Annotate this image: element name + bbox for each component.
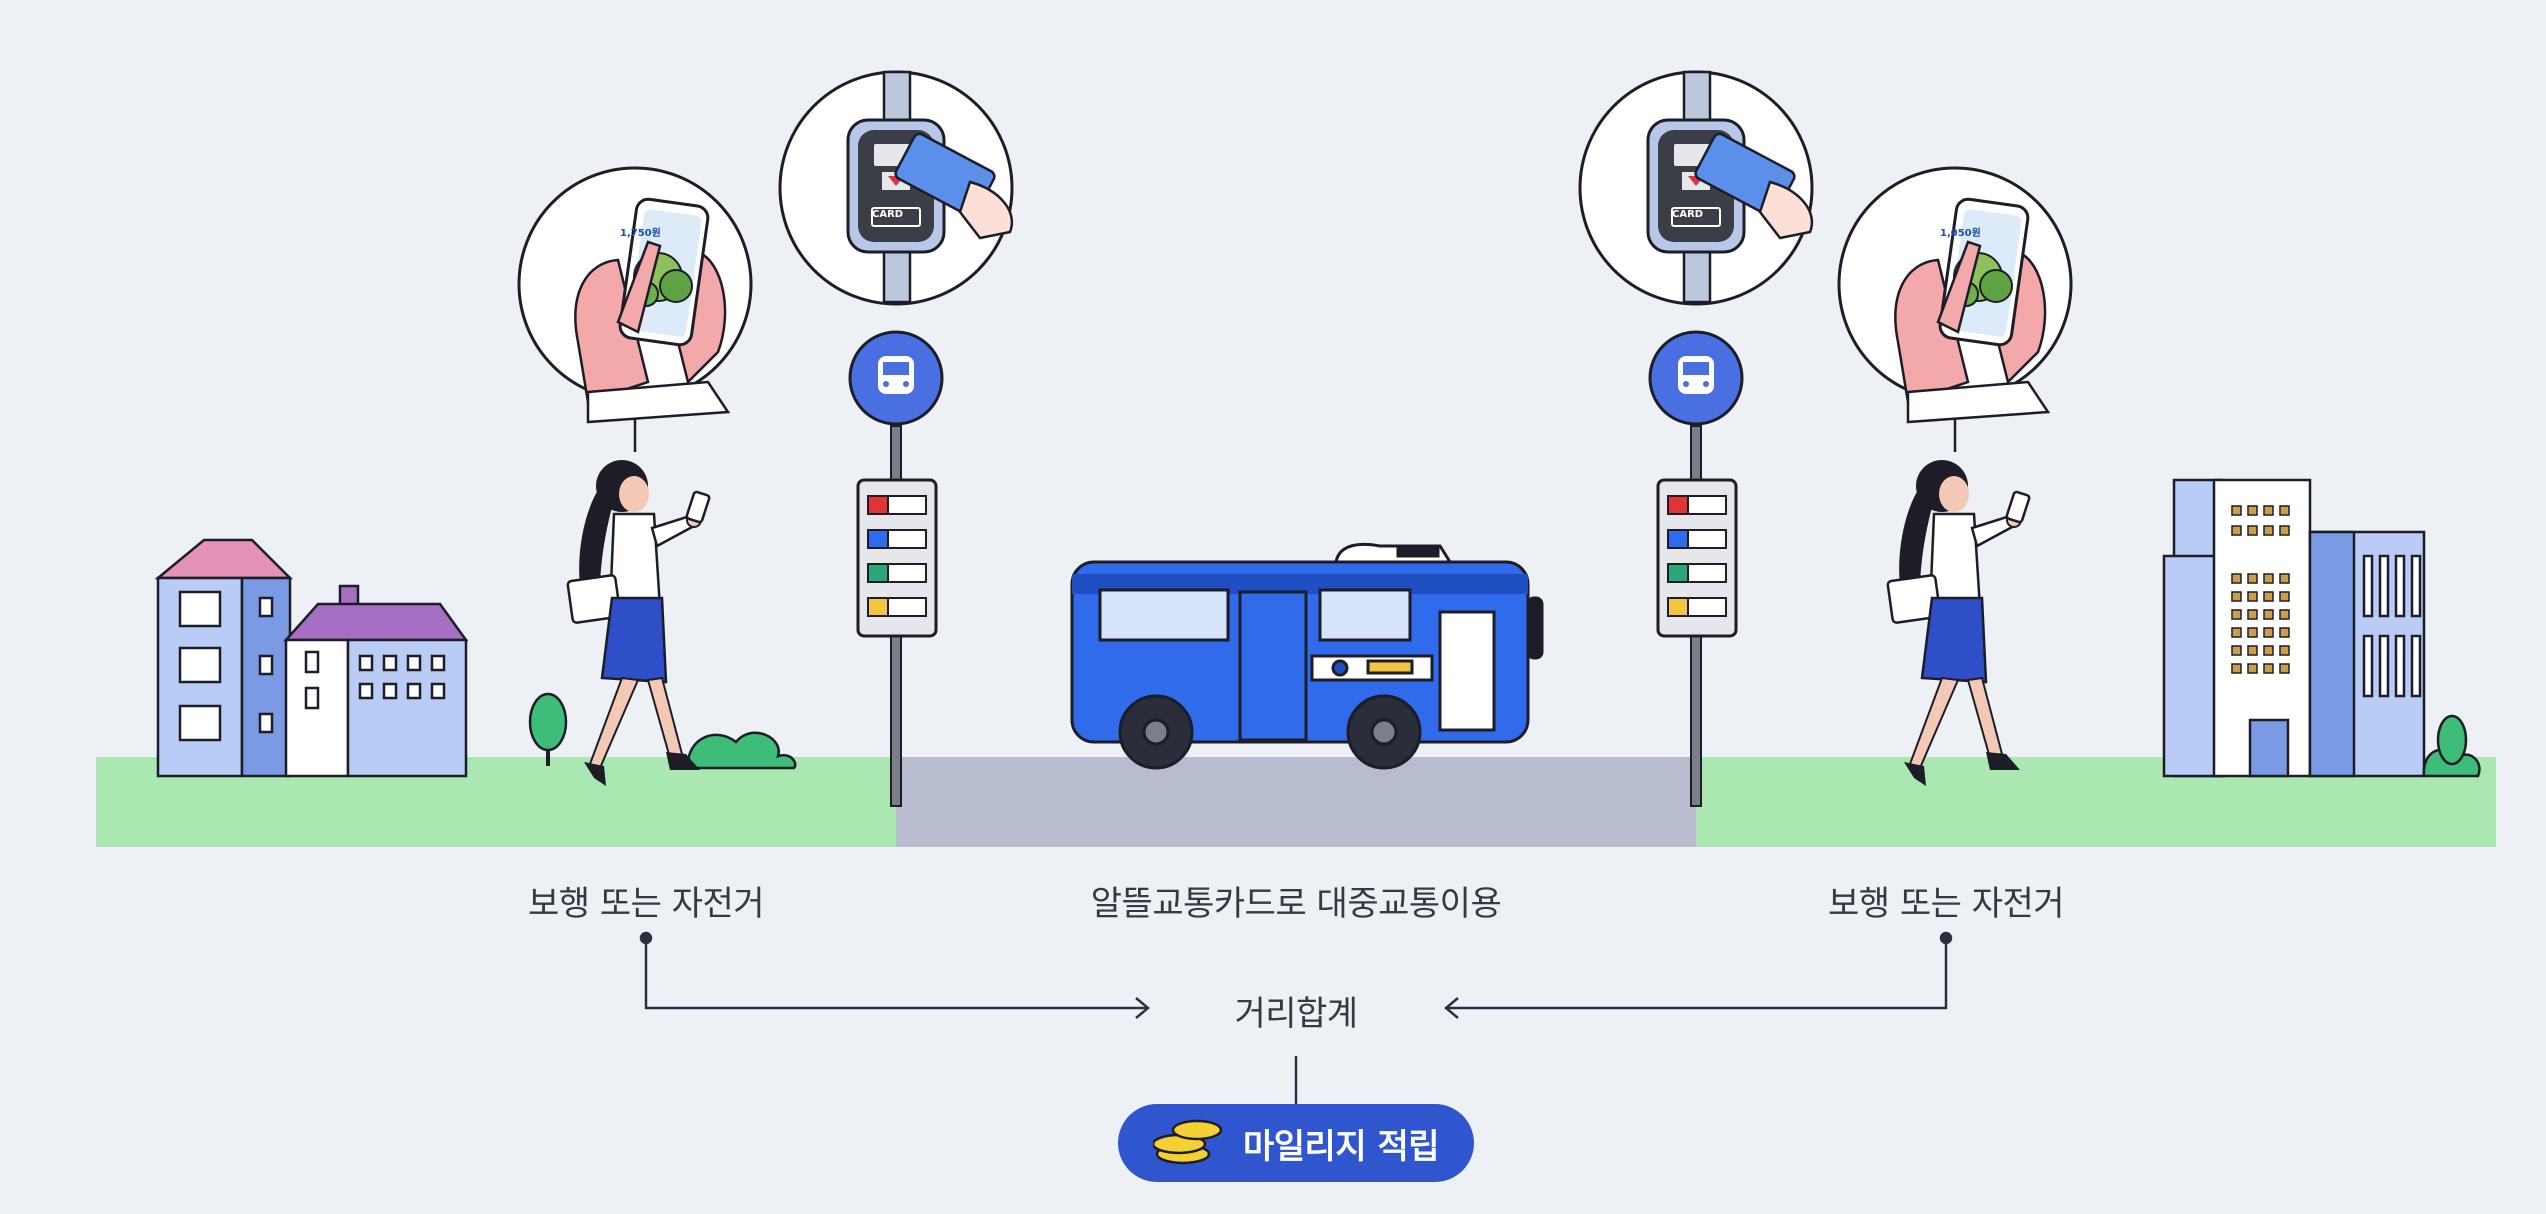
- building-window: [2279, 645, 2290, 656]
- phone-app-icon: 1,750원: [517, 166, 753, 424]
- building-window: [2247, 609, 2258, 620]
- phone-amount-right: 1,050원: [1940, 226, 1981, 239]
- building-window: [2231, 505, 2242, 516]
- building-window: [2231, 525, 2242, 536]
- building-window: [2231, 645, 2242, 656]
- bush-icon: [686, 731, 797, 770]
- building-windows: [2231, 505, 2290, 674]
- bus-stop-icon: [1648, 330, 1744, 808]
- flow-connectors: [639, 931, 1953, 1104]
- building-window: [2263, 505, 2274, 516]
- building-window: [2231, 627, 2242, 638]
- bus-stop-icon: [848, 330, 944, 808]
- walk-bike-label-left: 보행 또는 자전거: [527, 884, 765, 924]
- building-window: [2263, 663, 2274, 674]
- phone-amount-left: 1,750원: [620, 226, 661, 239]
- card-reader-icon: CARD: [1578, 70, 1814, 306]
- phone-app-icon: 1,050원: [1837, 166, 2073, 424]
- card-reader-icon: CARD: [778, 70, 1014, 306]
- building-window: [2247, 591, 2258, 602]
- building-window: [2247, 505, 2258, 516]
- building-window: [2263, 609, 2274, 620]
- building-window: [2279, 663, 2290, 674]
- building-icon: [2162, 478, 2426, 778]
- building-window: [2263, 525, 2274, 536]
- building-window: [2279, 505, 2290, 516]
- mileage-badge: 마일리지 적립: [1118, 1104, 1474, 1182]
- building-window: [2247, 573, 2258, 584]
- building-window: [2263, 573, 2274, 584]
- building-window: [2247, 645, 2258, 656]
- distance-sum-label: 거리합계: [1234, 994, 1358, 1034]
- road: [896, 757, 1696, 847]
- coins-icon: [1151, 1114, 1225, 1172]
- building-window: [2263, 645, 2274, 656]
- walk-bike-label-right: 보행 또는 자전거: [1827, 884, 2065, 924]
- transit-label: 알뜰교통카드로 대중교통이용: [1090, 884, 1502, 924]
- building-window: [2231, 663, 2242, 674]
- building-window: [2263, 627, 2274, 638]
- tree-icon: [528, 692, 568, 766]
- building-window: [2231, 573, 2242, 584]
- reader-card-label: CARD: [1672, 209, 1703, 220]
- pedestrian-left-icon: [566, 458, 712, 788]
- building-window: [2231, 609, 2242, 620]
- tree-icon: [2422, 714, 2481, 778]
- building-window: [2279, 591, 2290, 602]
- building-window: [2263, 591, 2274, 602]
- mileage-label: 마일리지 적립: [1242, 1126, 1440, 1167]
- building-window: [2279, 525, 2290, 536]
- reader-card-label: CARD: [872, 209, 903, 220]
- building-window: [2247, 525, 2258, 536]
- building-window: [2279, 609, 2290, 620]
- building-window: [2247, 627, 2258, 638]
- building-window: [2231, 591, 2242, 602]
- house-icon: [154, 538, 469, 778]
- building-window: [2279, 627, 2290, 638]
- building-window: [2279, 573, 2290, 584]
- building-window: [2247, 663, 2258, 674]
- bus-icon: [1070, 542, 1544, 770]
- pedestrian-right-icon: [1886, 458, 2032, 788]
